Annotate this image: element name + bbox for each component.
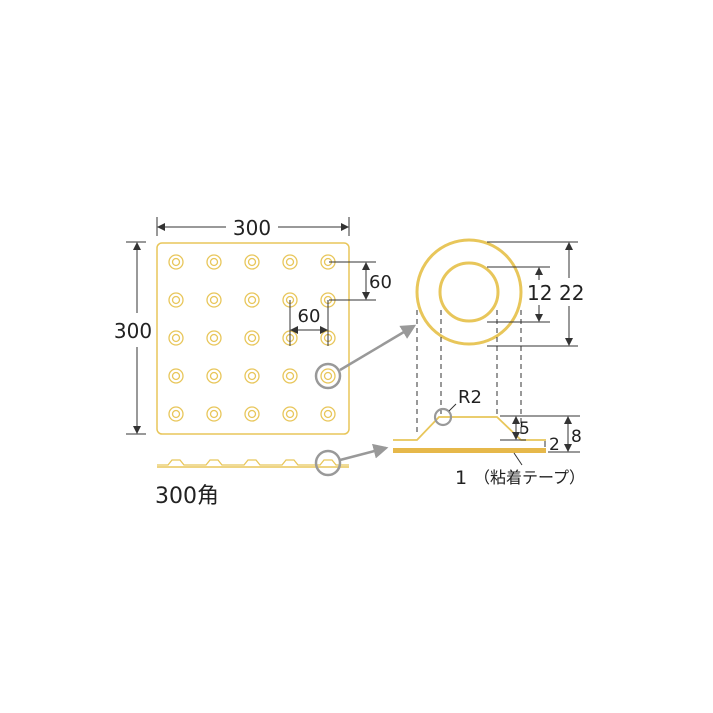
profile-view: 300角 [155,443,389,509]
radius-label: R2 [458,387,482,408]
stud-height-label: 5 [519,419,530,439]
plan-width-label: 300 [233,216,271,240]
tape-thickness-label: 1 [455,467,467,489]
stud-grid [168,254,336,422]
stud-outer-ring [415,238,523,346]
adhesive-tape [393,448,546,453]
tile-profile-line [157,459,349,466]
profile-callout-arrow [339,443,389,462]
radius-callout-circle [433,407,453,427]
stud-top-detail: 22 12 [415,238,584,436]
plan-height-label: 300 [114,319,152,343]
stud-inner-ring [438,261,500,323]
profile-caption: 300角 [155,484,219,509]
tile-outline [156,242,350,435]
plan-callout-circle [314,362,342,390]
base-thickness-label: 2 [549,435,560,455]
plan-callout-arrow [339,324,417,372]
total-height-label: 8 [571,427,582,447]
col-pitch-label: 60 [298,306,321,327]
profile-callout-circle [314,449,342,477]
outer-diameter-label: 22 [559,281,584,305]
projection-lines [416,310,522,436]
plan-view: 300 300 [114,216,417,435]
stud-section-detail: R2 5 8 2 1 （粘着テープ） [393,387,585,489]
row-pitch-label: 60 [369,272,392,293]
tape-name-label: （粘着テープ） [474,468,585,487]
inner-diameter-label: 12 [527,281,552,305]
